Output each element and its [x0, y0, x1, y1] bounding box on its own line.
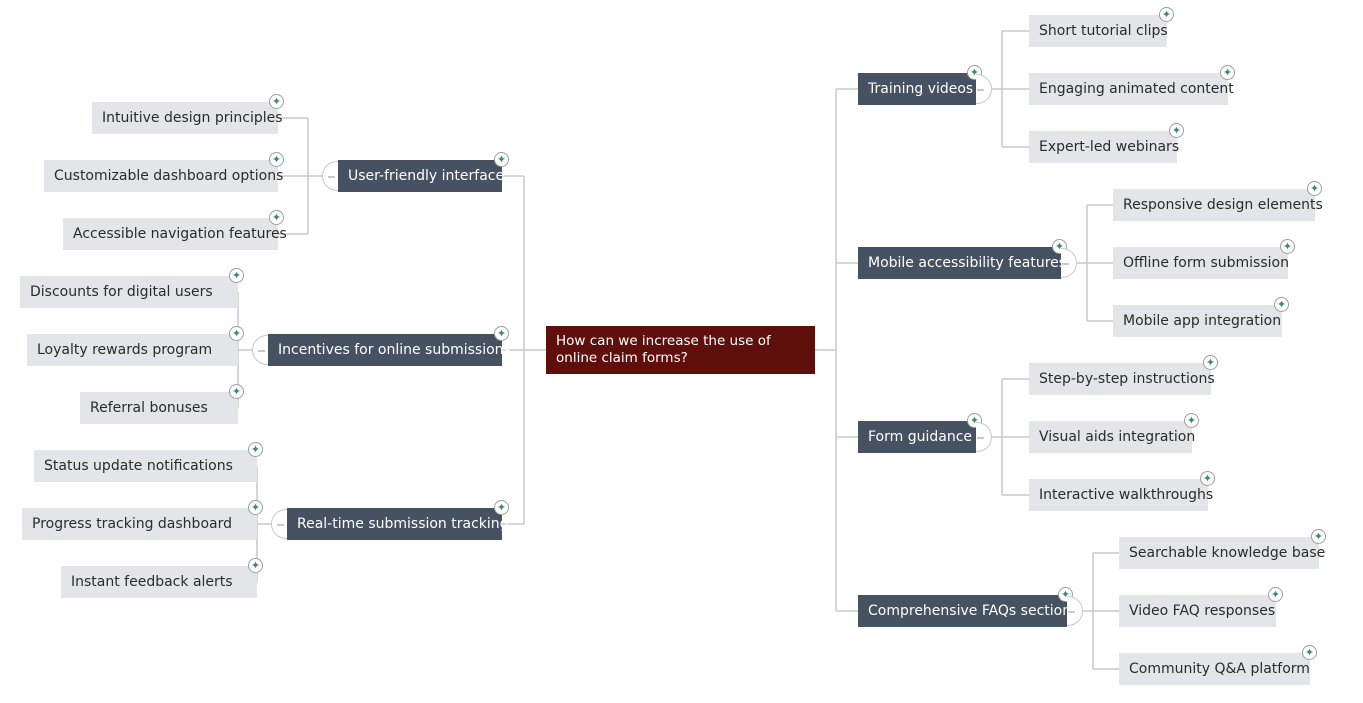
subtopic-label: Interactive walkthroughs: [1039, 487, 1214, 503]
expand-plus-icon[interactable]: ✦: [229, 268, 244, 283]
subtopic-label: Accessible navigation features: [73, 226, 287, 242]
expand-plus-icon[interactable]: ✦: [1220, 65, 1235, 80]
subtopic[interactable]: Video FAQ responses: [1119, 595, 1276, 627]
expand-plus-icon[interactable]: ✦: [229, 384, 244, 399]
subtopic-label: Mobile app integration: [1123, 313, 1282, 329]
subtopic[interactable]: Searchable knowledge base: [1119, 537, 1325, 569]
collapse-dash: [1068, 611, 1075, 613]
subtopic[interactable]: Step-by-step instructions: [1029, 363, 1215, 395]
subtopic[interactable]: Interactive walkthroughs: [1029, 479, 1213, 511]
branch-topic-label: Real-time submission tracking: [297, 516, 509, 532]
central-topic-label: How can we increase the use of online cl…: [556, 333, 771, 366]
branch-topic-label: Incentives for online submissions: [278, 342, 511, 358]
collapse-dash: [277, 524, 284, 526]
expand-plus-icon[interactable]: ✦: [248, 442, 263, 457]
expand-plus-icon[interactable]: ✦: [269, 152, 284, 167]
subtopic[interactable]: Instant feedback alerts: [61, 566, 257, 598]
expand-plus-icon[interactable]: ✦: [248, 558, 263, 573]
subtopic[interactable]: Discounts for digital users: [20, 276, 238, 308]
subtopic[interactable]: Community Q&A platform: [1119, 653, 1310, 685]
collapse-dash: [977, 89, 984, 91]
expand-plus-icon[interactable]: ✦: [229, 326, 244, 341]
subtopic-label: Referral bonuses: [90, 400, 208, 416]
expand-plus-icon[interactable]: ✦: [1184, 413, 1199, 428]
subtopic[interactable]: Short tutorial clips: [1029, 15, 1168, 47]
subtopic-label: Offline form submission: [1123, 255, 1289, 271]
subtopic-label: Instant feedback alerts: [71, 574, 233, 590]
subtopic[interactable]: Engaging animated content: [1029, 73, 1234, 105]
expand-plus-icon[interactable]: ✦: [1280, 239, 1295, 254]
subtopic[interactable]: Visual aids integration: [1029, 421, 1196, 453]
subtopic-label: Progress tracking dashboard: [32, 516, 232, 532]
subtopic-label: Expert-led webinars: [1039, 139, 1180, 155]
expand-plus-icon[interactable]: ✦: [1169, 123, 1184, 138]
collapse-dash: [258, 350, 265, 352]
subtopic-label: Status update notifications: [44, 458, 233, 474]
subtopic[interactable]: Referral bonuses: [80, 392, 238, 424]
expand-plus-icon[interactable]: ✦: [248, 500, 263, 515]
branch-topic[interactable]: Comprehensive FAQs section: [858, 595, 1071, 627]
branch-topic-label: User-friendly interface: [348, 168, 505, 184]
collapse-dash: [1062, 263, 1069, 265]
expand-plus-icon[interactable]: ✦: [1268, 587, 1283, 602]
central-topic[interactable]: How can we increase the use of online cl…: [546, 326, 815, 374]
subtopic[interactable]: Offline form submission: [1113, 247, 1289, 279]
expand-plus-icon[interactable]: ✦: [1302, 645, 1317, 660]
subtopic[interactable]: Customizable dashboard options: [44, 160, 283, 192]
collapse-dash: [977, 437, 984, 439]
subtopic-label: Step-by-step instructions: [1039, 371, 1215, 387]
subtopic[interactable]: Loyalty rewards program: [27, 334, 238, 366]
subtopic-label: Visual aids integration: [1039, 429, 1196, 445]
branch-topic[interactable]: Incentives for online submissions: [268, 334, 511, 366]
subtopic[interactable]: Status update notifications: [34, 450, 257, 482]
subtopic-label: Engaging animated content: [1039, 81, 1234, 97]
expand-plus-icon[interactable]: ✦: [1200, 471, 1215, 486]
subtopic[interactable]: Mobile app integration: [1113, 305, 1282, 337]
subtopic[interactable]: Progress tracking dashboard: [22, 508, 257, 540]
subtopic-label: Responsive design elements: [1123, 197, 1323, 213]
branch-topic-label: Training videos: [868, 81, 974, 97]
subtopic-label: Searchable knowledge base: [1129, 545, 1326, 561]
branch-topic-label: Mobile accessibility features: [868, 255, 1067, 271]
expand-plus-icon[interactable]: ✦: [494, 500, 509, 515]
expand-plus-icon[interactable]: ✦: [1203, 355, 1218, 370]
subtopic-label: Community Q&A platform: [1129, 661, 1310, 677]
branch-topic-label: Comprehensive FAQs section: [868, 603, 1072, 619]
branch-topic[interactable]: Real-time submission tracking: [287, 508, 509, 540]
expand-plus-icon[interactable]: ✦: [269, 94, 284, 109]
branch-topic[interactable]: Mobile accessibility features: [858, 247, 1066, 279]
expand-plus-icon[interactable]: ✦: [1307, 181, 1322, 196]
branch-topic-label: Form guidance: [868, 429, 973, 445]
subtopic-label: Customizable dashboard options: [54, 168, 284, 184]
expand-plus-icon[interactable]: ✦: [1311, 529, 1326, 544]
subtopic[interactable]: Responsive design elements: [1113, 189, 1323, 221]
expand-plus-icon[interactable]: ✦: [494, 326, 509, 341]
subtopic-label: Video FAQ responses: [1129, 603, 1276, 619]
expand-plus-icon[interactable]: ✦: [1159, 7, 1174, 22]
subtopic-label: Intuitive design principles: [102, 110, 283, 126]
expand-plus-icon[interactable]: ✦: [494, 152, 509, 167]
subtopic[interactable]: Accessible navigation features: [63, 218, 287, 250]
expand-plus-icon[interactable]: ✦: [1274, 297, 1289, 312]
subtopic-label: Loyalty rewards program: [37, 342, 213, 358]
branch-topic[interactable]: User-friendly interface: [338, 160, 505, 192]
subtopic-label: Discounts for digital users: [30, 284, 213, 300]
branch-topic[interactable]: Training videos: [858, 73, 976, 105]
branch-topic[interactable]: Form guidance: [858, 421, 976, 453]
expand-plus-icon[interactable]: ✦: [269, 210, 284, 225]
subtopic[interactable]: Expert-led webinars: [1029, 131, 1180, 163]
subtopic[interactable]: Intuitive design principles: [92, 102, 283, 134]
subtopic-label: Short tutorial clips: [1039, 23, 1168, 39]
collapse-dash: [328, 176, 335, 178]
